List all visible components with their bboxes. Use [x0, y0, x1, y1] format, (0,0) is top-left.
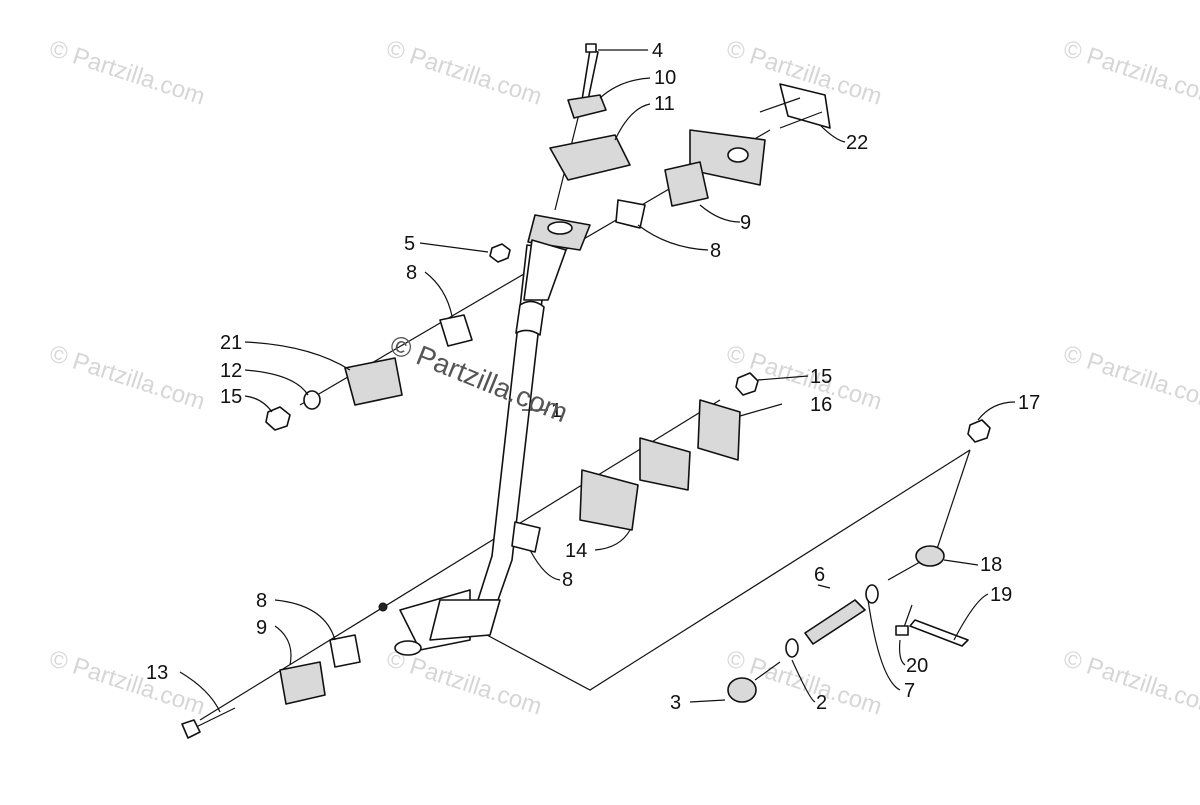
center-watermark: © Partzilla.com — [386, 329, 573, 428]
callout-10: 10 — [654, 67, 676, 89]
callout-22: 22 — [846, 132, 868, 154]
callout-9-lower: 9 — [256, 617, 267, 639]
watermark: © Partzilla.com — [383, 645, 545, 721]
callout-6: 6 — [814, 564, 825, 586]
watermark: © Partzilla.com — [383, 35, 545, 111]
callout-18: 18 — [980, 554, 1002, 576]
callout-8-left: 8 — [406, 262, 417, 284]
callout-12: 12 — [220, 360, 242, 382]
steering-post — [378, 214, 591, 656]
watermark: © Partzilla.com — [1060, 340, 1200, 416]
callout-8-lower: 8 — [562, 569, 573, 591]
callout-8-lower-left: 8 — [256, 590, 267, 612]
watermark: © Partzilla.com — [1060, 645, 1200, 721]
callout-3: 3 — [670, 692, 681, 714]
lower-parts — [181, 372, 759, 739]
leader-lines — [179, 49, 1016, 713]
callout-labels: 4 10 11 22 9 8 5 8 21 12 15 1 15 16 17 1… — [146, 40, 1040, 714]
callout-15-left: 15 — [220, 386, 242, 408]
callout-16: 16 — [810, 394, 832, 416]
callout-20: 20 — [906, 655, 928, 677]
callout-2: 2 — [816, 692, 827, 714]
upper-parts — [265, 43, 831, 431]
callout-4: 4 — [652, 40, 663, 62]
callout-15-right: 15 — [810, 366, 832, 388]
callout-1: 1 — [551, 400, 562, 422]
watermark: © Partzilla.com — [46, 645, 208, 721]
callout-7: 7 — [904, 680, 915, 702]
callout-19: 19 — [990, 584, 1012, 606]
callout-11: 11 — [654, 93, 675, 115]
callout-13: 13 — [146, 662, 168, 684]
callout-14: 14 — [565, 540, 587, 562]
callout-8-upper: 8 — [710, 240, 721, 262]
callout-21: 21 — [220, 332, 242, 354]
watermark: © Partzilla.com — [46, 340, 208, 416]
callout-9-upper: 9 — [740, 212, 751, 234]
callout-5: 5 — [404, 233, 415, 255]
watermark: © Partzilla.com — [46, 35, 208, 111]
tie-rod-parts — [727, 419, 991, 703]
callout-17: 17 — [1018, 392, 1040, 414]
watermark: © Partzilla.com — [1060, 35, 1200, 111]
